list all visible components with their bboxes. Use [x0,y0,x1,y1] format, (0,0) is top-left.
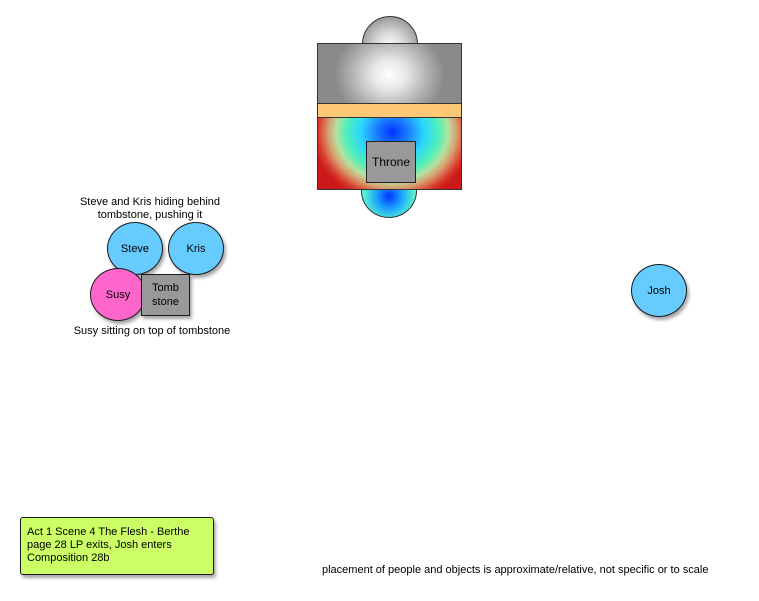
throne-band [317,103,462,118]
scene-info-box: Act 1 Scene 4 The Flesh - Berthe page 28… [20,517,214,575]
scene-info-line2: page 28 LP exits, Josh enters [27,539,172,551]
person-kris-label: Kris [186,242,206,255]
susy-note: Susy sitting on top of tombstone [73,325,231,337]
disclaimer-note: placement of people and objects is appro… [322,564,709,576]
tombstone-label-line2: stone [152,296,179,308]
hiding-note-line1: Steve and Kris hiding behind [79,196,221,208]
scene-info-line1: Act 1 Scene 4 The Flesh - Berthe [27,526,190,538]
throne-label: Throne [366,141,416,183]
person-susy-label: Susy [105,288,131,301]
tombstone-label-line1: Tomb [152,282,179,294]
person-steve: Steve [107,222,163,275]
person-steve-label: Steve [120,242,150,255]
throne-label-text: Throne [371,155,411,169]
person-susy: Susy [90,268,146,321]
scene-info-line3: Composition 28b [27,552,110,564]
person-josh-label: Josh [647,284,671,297]
person-kris: Kris [168,222,224,275]
person-josh: Josh [631,264,687,317]
hiding-note: Steve and Kris hiding behind tombstone, … [60,196,240,222]
hiding-note-line2: tombstone, pushing it [97,209,203,221]
throne-back [317,43,462,104]
tombstone: Tomb stone [141,274,190,316]
